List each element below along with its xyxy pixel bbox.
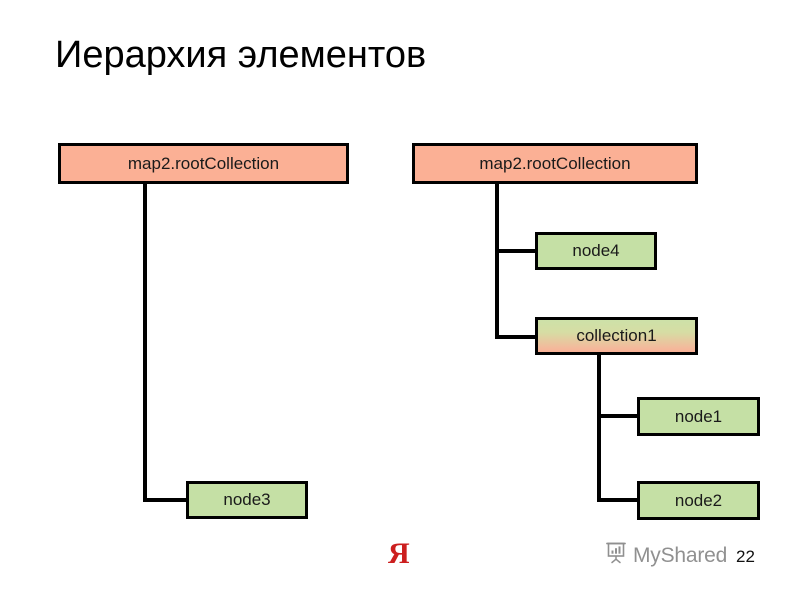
page-number: 22 xyxy=(736,547,755,566)
collection1-trunk-connector xyxy=(597,355,601,501)
collection1-node2-box[interactable]: node2 xyxy=(637,481,760,520)
collection1-node1-connector xyxy=(597,414,640,418)
left-tree-node3-box[interactable]: node3 xyxy=(186,481,308,519)
left-tree-trunk-connector xyxy=(143,184,147,501)
collection1-node2-connector xyxy=(597,498,640,502)
left-tree-node3-connector xyxy=(143,498,188,502)
myshared-watermark: MyShared xyxy=(604,541,727,570)
right-tree-collection1-connector xyxy=(495,335,537,339)
yandex-logo: Я xyxy=(388,537,410,570)
page-title: Иерархия элементов xyxy=(55,34,427,76)
myshared-label: MyShared xyxy=(633,543,728,567)
right-tree-trunk-connector xyxy=(495,184,499,339)
right-tree-root-box[interactable]: map2.rootCollection xyxy=(412,143,698,184)
right-tree-node4-connector xyxy=(495,249,537,253)
presentation-chart-icon xyxy=(604,541,628,570)
collection1-node1-box[interactable]: node1 xyxy=(637,397,760,436)
right-tree-collection1-box[interactable]: collection1 xyxy=(535,317,698,355)
right-tree-node4-box[interactable]: node4 xyxy=(535,232,657,270)
left-tree-root-box[interactable]: map2.rootCollection xyxy=(58,143,349,184)
